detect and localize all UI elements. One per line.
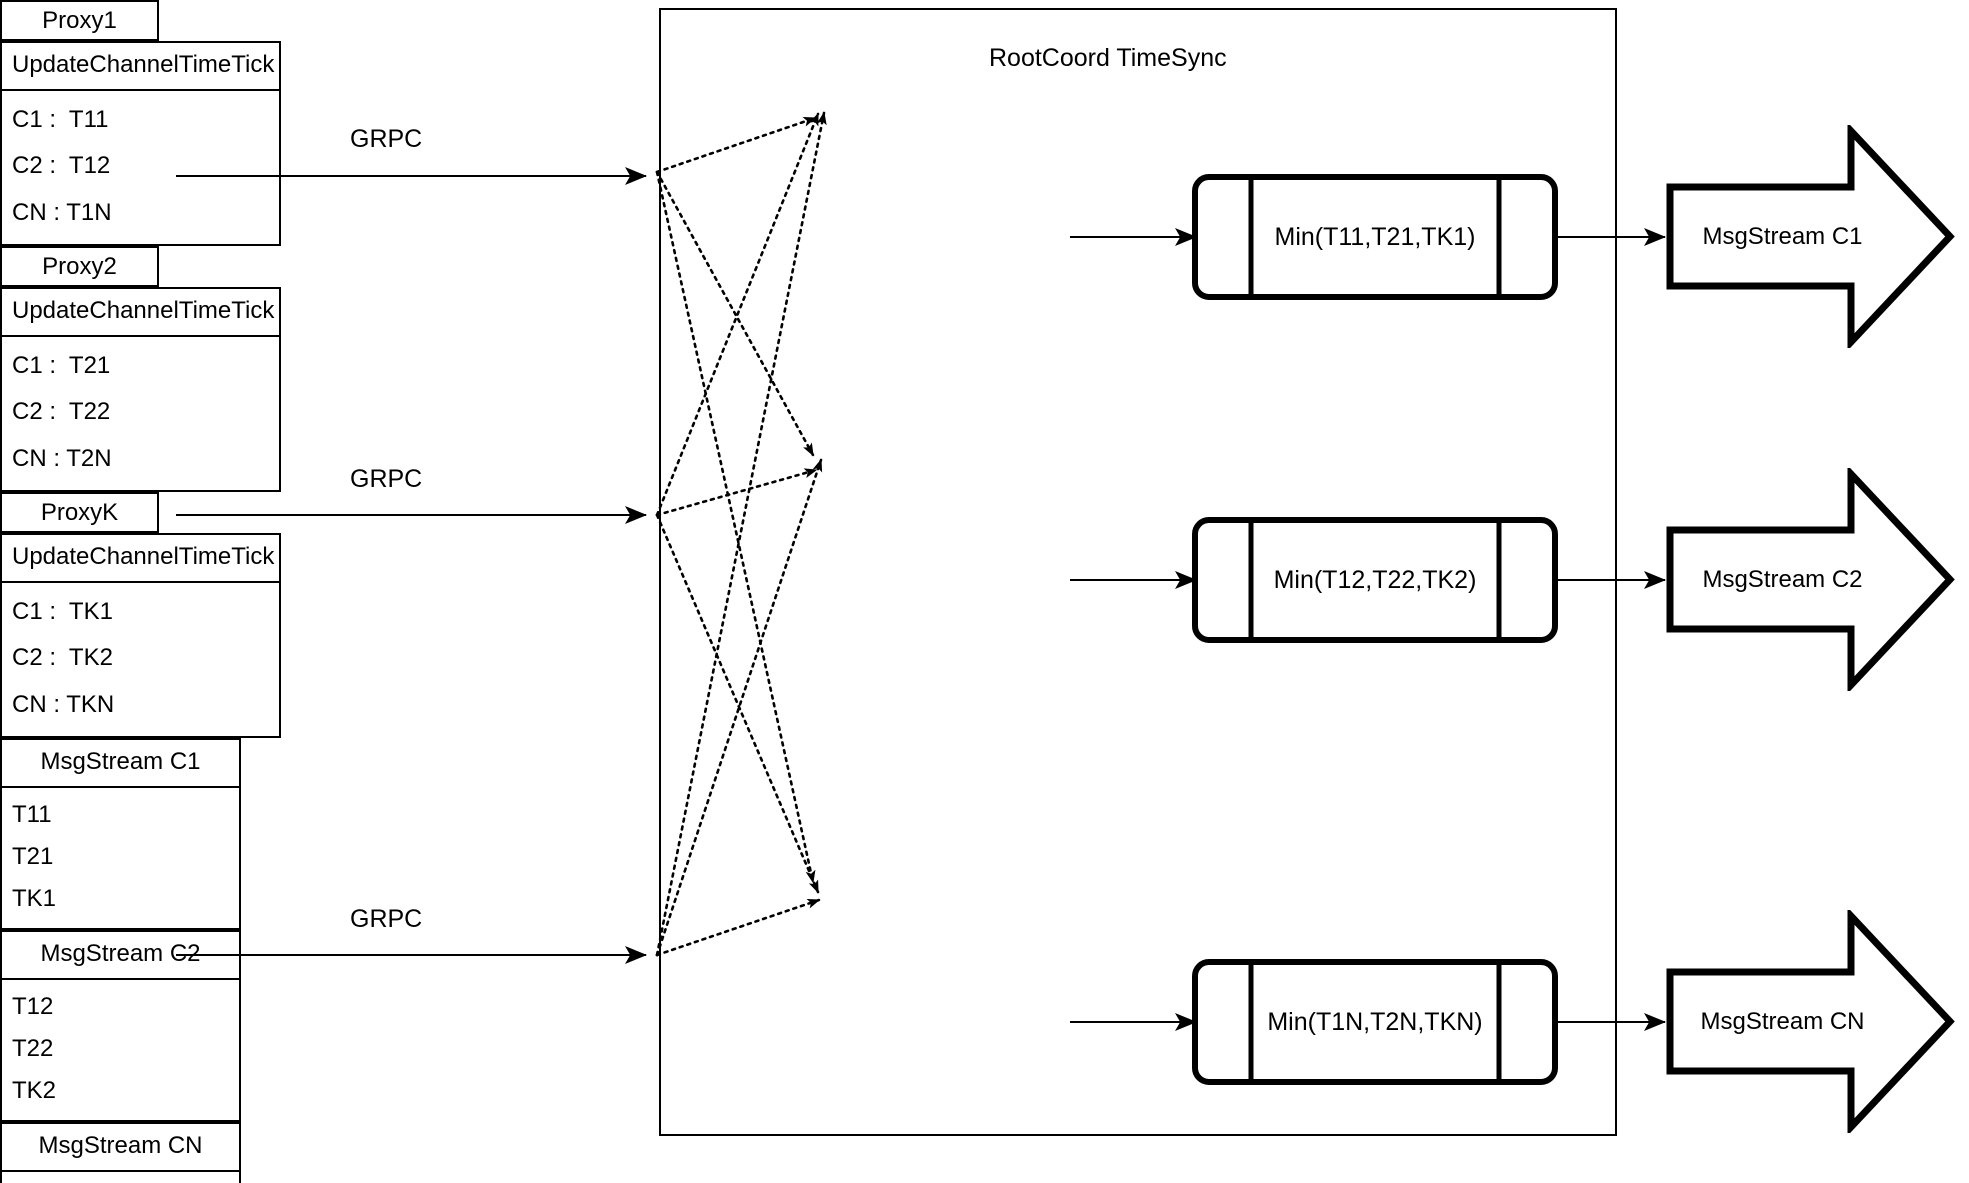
proxy1-timetick-rows: C1 : T11 C2 : T12 CN : T1N [2,91,279,244]
grpc-label-proxyk: GRPC [350,905,423,933]
proxy1-label: Proxy1 [42,6,117,34]
min-process-c1-label: Min(T11,T21,TK1) [1274,222,1476,251]
grpc-label-proxy1: GRPC [350,125,423,153]
table-row: T21 [12,843,54,870]
table-row: C2 : T22 [12,398,111,426]
proxyk-label: ProxyK [40,498,119,526]
proxy1-timetick-table: UpdateChannelTimeTick C1 : T11 C2 : T12 … [0,41,281,246]
table-row: C2 : T12 [12,152,111,180]
msgstream-c2-rows: T12 T22 TK2 [2,980,239,1120]
proxyk-timetick-header: UpdateChannelTimeTick [2,535,279,583]
table-row: T11 [12,801,52,828]
table-row: C2 : TK2 [12,644,113,672]
proxyk-timetick-rows: C1 : TK1 C2 : TK2 CN : TKN [2,583,279,736]
msgstream-c1-rows: T11 T21 TK1 [2,788,239,928]
min-process-cn: Min(T1N,T2N,TKN) [1192,959,1558,1085]
table-row: C1 : TK1 [12,598,113,626]
msgstream-c1-header: MsgStream C1 [2,740,239,788]
output-msgstream-c1: MsgStream C1 [1665,125,1956,348]
table-row: TK1 [12,885,57,912]
proxy2-box[interactable]: Proxy2 [0,246,159,287]
msgstream-cn-header: MsgStream CN [2,1124,239,1172]
min-process-c1: Min(T11,T21,TK1) [1192,174,1558,300]
output-msgstream-c2-label: MsgStream C2 [1702,565,1863,593]
min-process-c2: Min(T12,T22,TK2) [1192,517,1558,643]
proxyk-box[interactable]: ProxyK [0,492,159,533]
min-process-cn-label: Min(T1N,T2N,TKN) [1267,1007,1483,1036]
msgstream-c2-header: MsgStream C2 [2,932,239,980]
output-msgstream-c2: MsgStream C2 [1665,468,1956,691]
rootcoord-timesync-title: RootCoord TimeSync [989,44,1227,72]
table-row: C1 : T11 [12,106,109,134]
proxyk-timetick-table: UpdateChannelTimeTick C1 : TK1 C2 : TK2 … [0,533,281,738]
proxy2-timetick-rows: C1 : T21 C2 : T22 CN : T2N [2,337,279,490]
proxy1-box[interactable]: Proxy1 [0,0,159,41]
msgstream-c2-table: MsgStream C2 T12 T22 TK2 [0,930,241,1122]
table-row: T22 [12,1035,54,1062]
output-msgstream-c1-label: MsgStream C1 [1702,222,1863,250]
min-process-c2-label: Min(T12,T22,TK2) [1273,565,1477,594]
table-row: CN : TKN [12,690,115,718]
table-row: C1 : T21 [12,352,111,380]
output-msgstream-cn-label: MsgStream CN [1700,1007,1865,1035]
proxy1-timetick-header: UpdateChannelTimeTick [2,43,279,91]
msgstream-c1-table: MsgStream C1 T11 T21 TK1 [0,738,241,930]
grpc-label-proxy2: GRPC [350,465,423,493]
table-row: TK2 [12,1077,57,1104]
msgstream-cn-rows: T1N T2N TKN [2,1172,239,1183]
table-row: T12 [12,993,54,1020]
table-row: CN : T1N [12,198,112,226]
proxy2-timetick-header: UpdateChannelTimeTick [2,289,279,337]
output-msgstream-cn: MsgStream CN [1665,910,1956,1133]
proxy2-timetick-table: UpdateChannelTimeTick C1 : T21 C2 : T22 … [0,287,281,492]
msgstream-cn-table: MsgStream CN T1N T2N TKN [0,1122,241,1183]
table-row: CN : T2N [12,444,112,472]
proxy2-label: Proxy2 [42,252,117,280]
